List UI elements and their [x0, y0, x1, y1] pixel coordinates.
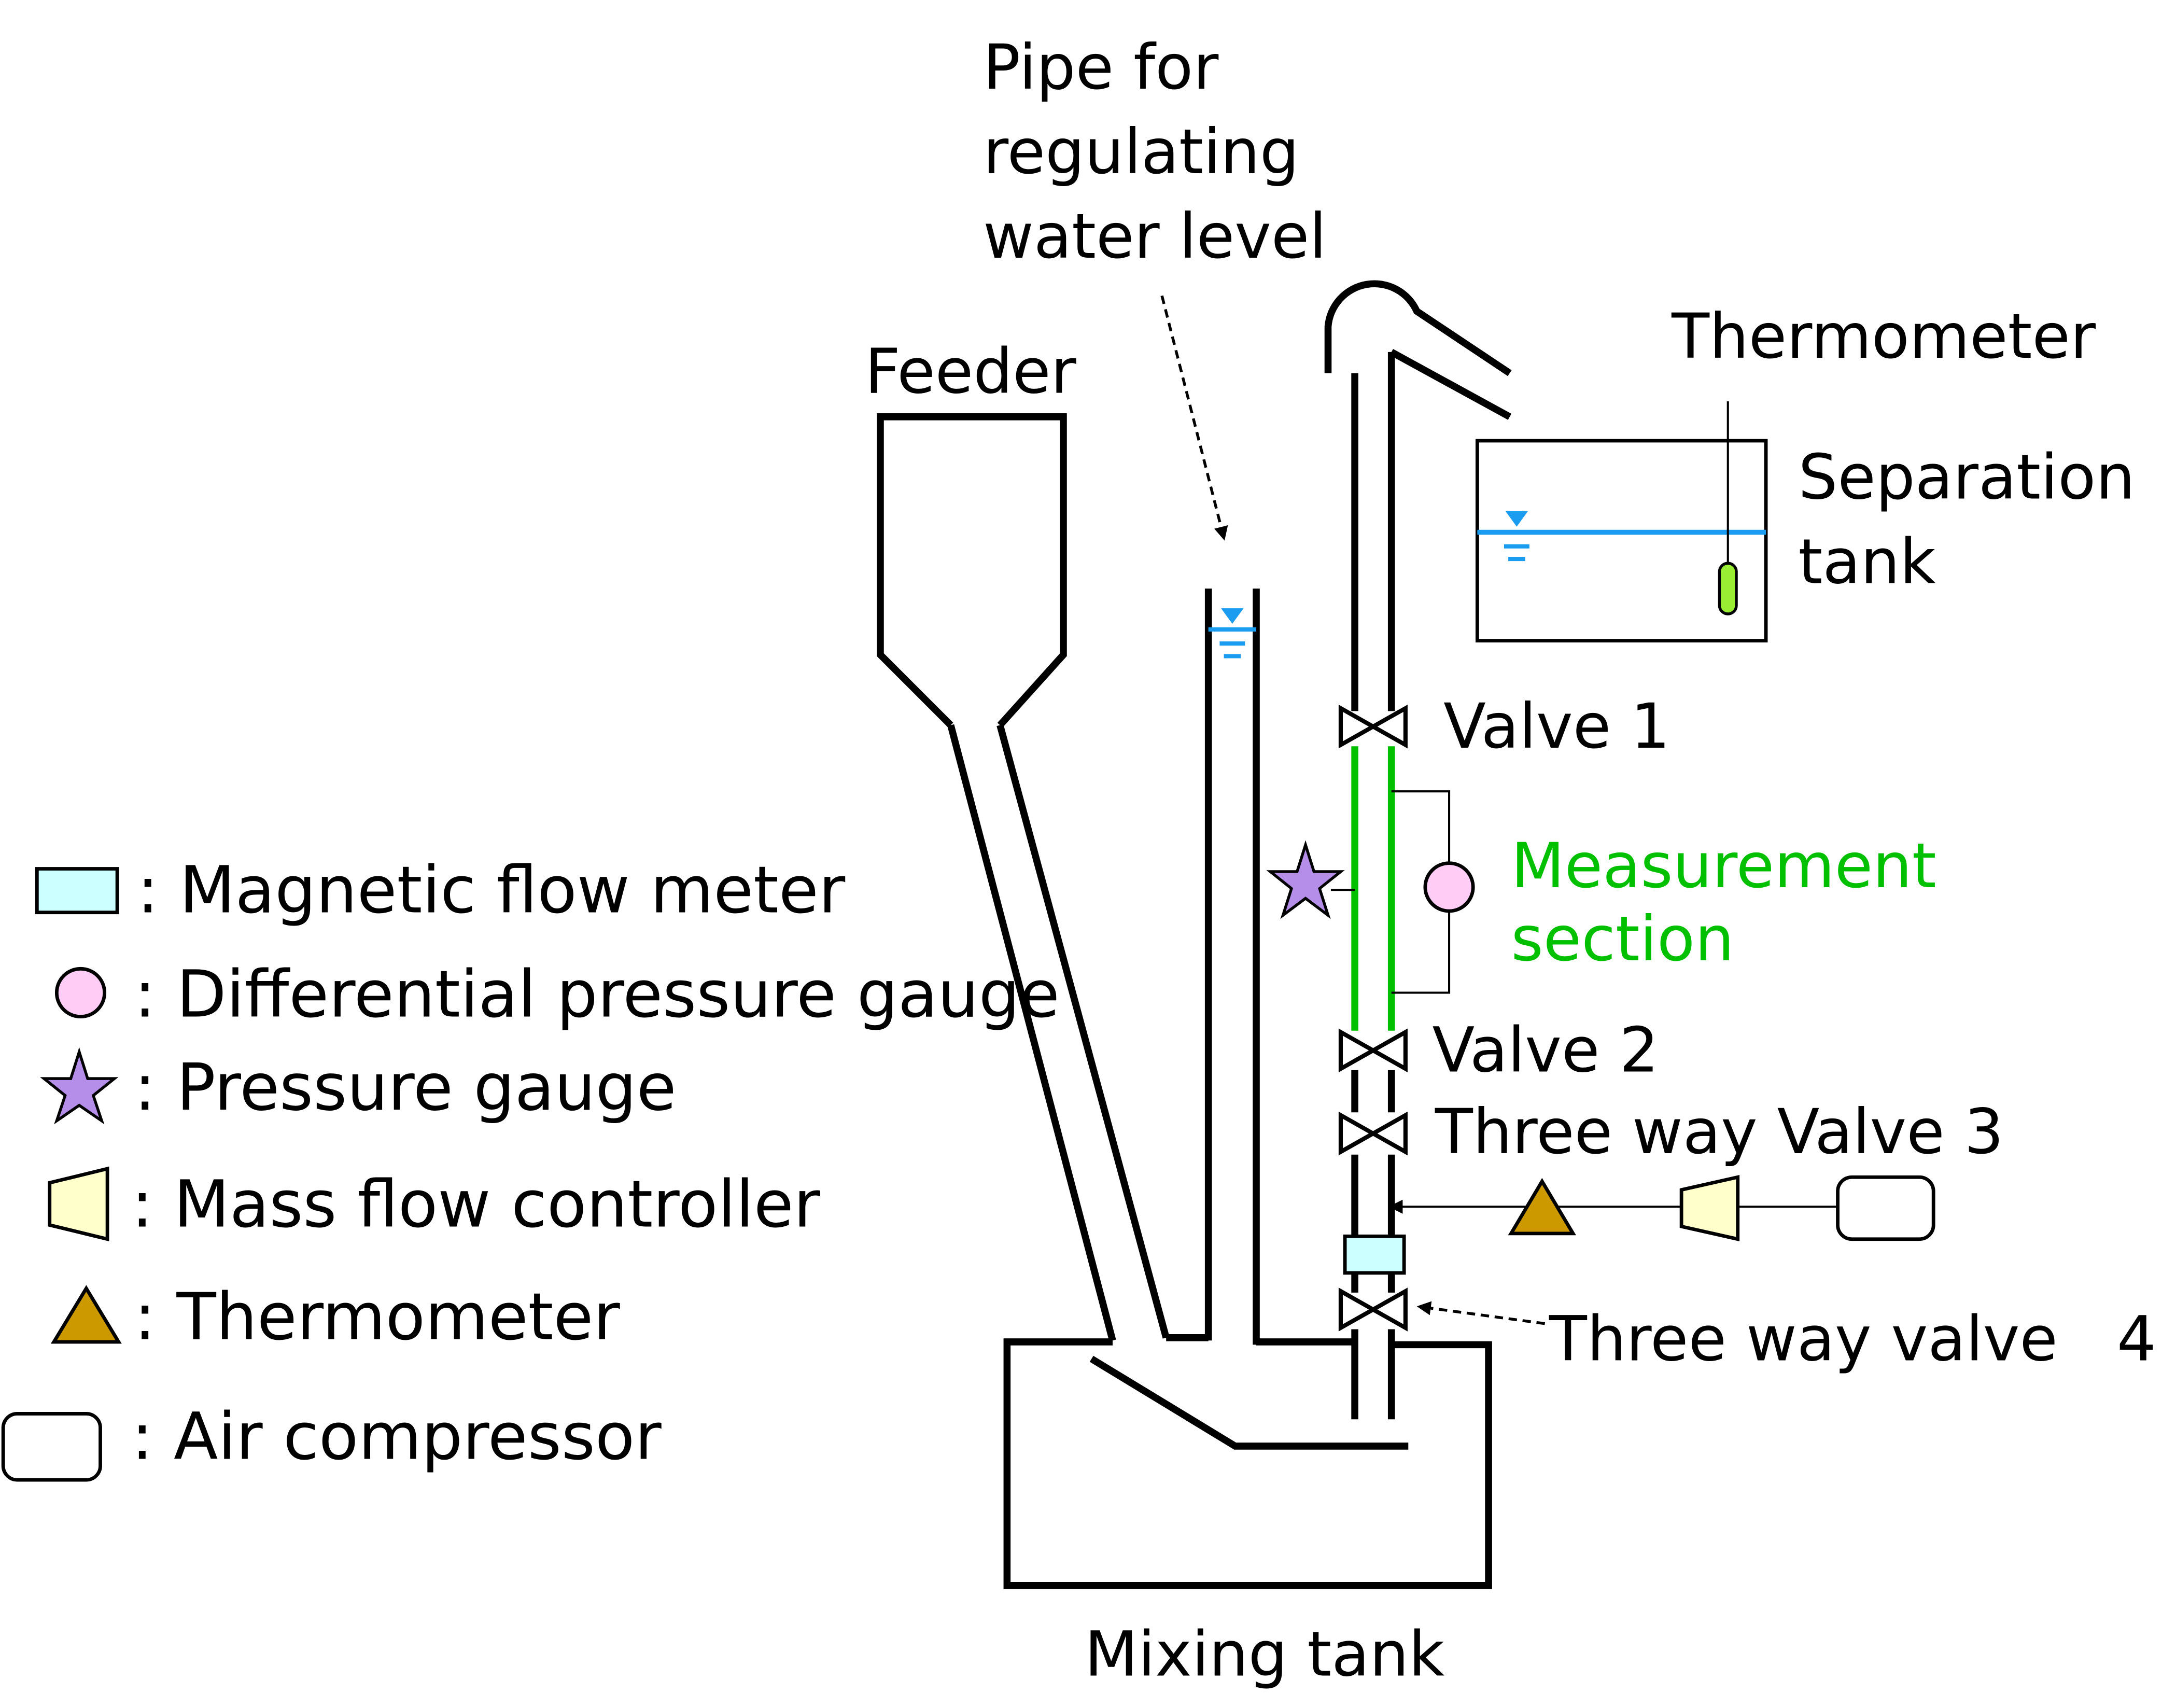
pipe-regulating-label: Pipe for regulating water level — [983, 32, 1326, 273]
legend-label: : Pressure gauge — [134, 1050, 677, 1125]
valve-3 — [1338, 1111, 1408, 1156]
mass-flow-controller-icon — [1679, 1174, 1740, 1241]
legend: : Magnetic flow meter : Differential pre… — [1, 853, 1060, 1482]
valve-2 — [1338, 1028, 1408, 1073]
mixing-tank — [1003, 1334, 1492, 1589]
legend-label: : Thermometer — [134, 1280, 621, 1355]
dp-taps — [1391, 790, 1451, 994]
mixing-tank-label: Mixing tank — [1085, 1619, 1445, 1691]
differential-pressure-gauge-icon — [1423, 861, 1475, 913]
valve-4-label: Three way valve 4 — [1549, 1303, 2156, 1375]
feeder-label: Feeder — [865, 336, 1077, 408]
legend-air-compressor-icon — [1, 1412, 102, 1482]
valve-3-label: Three way Valve 3 — [1435, 1096, 2004, 1168]
legend-label: : Air compressor — [131, 1399, 662, 1474]
legend-label: : Differential pressure gauge — [134, 957, 1060, 1032]
legend-differential-pressure-gauge-icon — [54, 967, 107, 1019]
separation-tank-label: Separation tank — [1799, 441, 2155, 598]
valve-2-label: Valve 2 — [1432, 1015, 1659, 1087]
valve-1-label: Valve 1 — [1443, 691, 1670, 763]
legend-thermometer-icon — [50, 1285, 122, 1344]
pressure-gauge-icon — [1266, 840, 1345, 919]
legend-mass-flow-controller-icon — [48, 1166, 109, 1242]
valve-4 — [1338, 1287, 1408, 1332]
thermometer-icon — [1508, 1178, 1576, 1236]
legend-label: : Mass flow controller — [131, 1167, 820, 1242]
pointer-arrow — [1416, 1301, 1546, 1325]
riser-pipe — [1324, 280, 1512, 1420]
legend-label: : Magnetic flow meter — [137, 853, 846, 928]
valve-1 — [1338, 704, 1408, 749]
thermometer-label: Thermometer — [1671, 301, 2096, 373]
legend-pressure-gauge-icon — [40, 1047, 119, 1125]
pointer-arrow — [1160, 295, 1228, 541]
water-level-icon — [1219, 608, 1245, 659]
separation-tank — [1475, 401, 1768, 642]
measurement-section — [1351, 746, 1395, 1031]
air-compressor-icon — [1836, 1175, 1935, 1241]
thermometer-bulb-icon — [1718, 562, 1738, 615]
legend-magnetic-flow-meter-icon — [35, 867, 119, 915]
feeder — [877, 413, 1170, 1341]
level-regulating-pipe — [1204, 589, 1260, 1345]
measurement-section-label: Measurement section — [1511, 830, 1956, 975]
magnetic-flow-meter-icon — [1343, 1234, 1406, 1275]
